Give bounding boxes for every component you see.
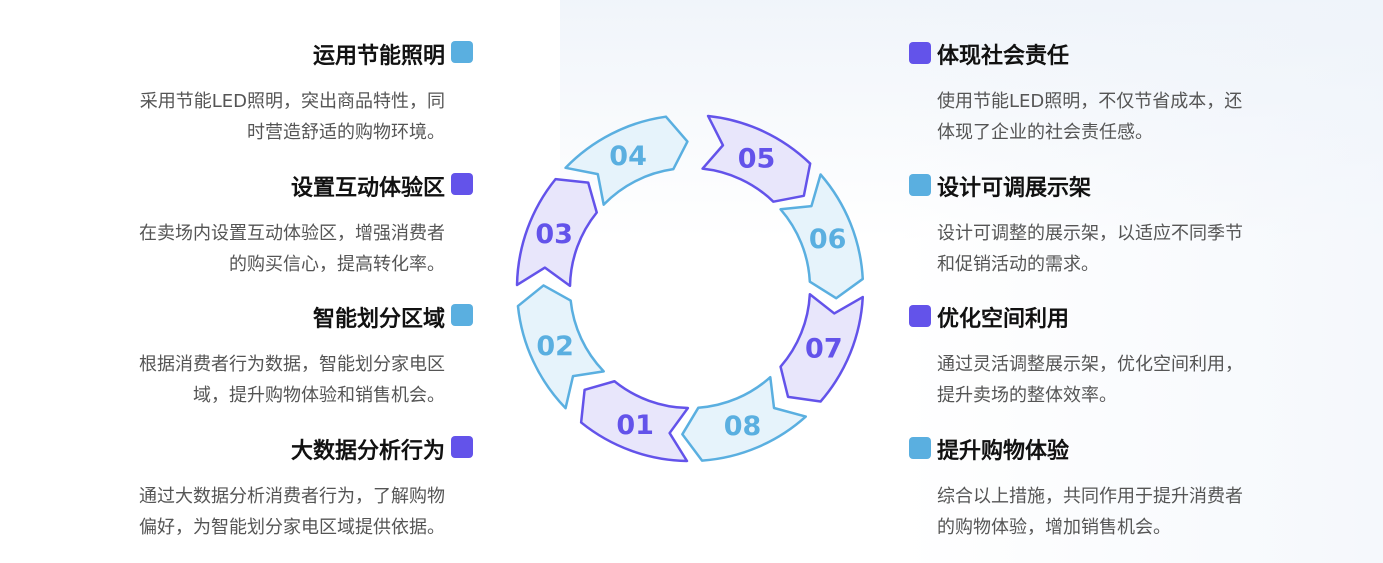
left-item-2: 设置互动体验区 在卖场内设置互动体验区，增强消费者 的购买信心，提高转化率。 bbox=[60, 174, 445, 280]
cycle-step-label: 04 bbox=[609, 141, 647, 172]
item-desc: 通过灵活调整展示架，优化空间利用， 提升卖场的整体效率。 bbox=[937, 354, 1243, 406]
cycle-step-label: 03 bbox=[535, 219, 573, 250]
item-desc: 综合以上措施，共同作用于提升消费者 的购物体验，增加销售机会。 bbox=[937, 486, 1243, 538]
cycle-arrow-segment bbox=[579, 380, 690, 463]
left-item-3: 智能划分区域 根据消费者行为数据，智能划分家电区 域，提升购物体验和销售机会。 bbox=[60, 305, 445, 411]
item-title: 提升购物体验 bbox=[937, 439, 1070, 464]
right-item-3: 优化空间利用 通过灵活调整展示架，优化空间利用， 提升卖场的整体效率。 bbox=[937, 305, 1337, 411]
cycle-arrow-segment bbox=[515, 177, 598, 288]
cycle-step-label: 02 bbox=[536, 331, 574, 362]
item-desc: 使用节能LED照明，不仅节省成本，还 体现了企业的社会责任感。 bbox=[937, 91, 1243, 143]
item-desc: 设计可调整的展示架，以适应不同季节 和促销活动的需求。 bbox=[937, 223, 1243, 275]
cycle-arrow-segment bbox=[779, 293, 865, 403]
square-marker-icon bbox=[451, 41, 473, 63]
item-title: 设计可调展示架 bbox=[937, 176, 1092, 201]
right-item-2: 设计可调展示架 设计可调整的展示架，以适应不同季节 和促销活动的需求。 bbox=[937, 174, 1337, 280]
left-item-4: 大数据分析行为 通过大数据分析消费者行为，了解购物 偏好，为智能划分家电区域提供… bbox=[60, 437, 445, 543]
square-marker-icon bbox=[451, 436, 473, 458]
square-marker-icon bbox=[451, 304, 473, 326]
item-desc: 通过大数据分析消费者行为，了解购物 偏好，为智能划分家电区域提供依据。 bbox=[139, 486, 445, 538]
cycle-arrow-segment bbox=[516, 284, 605, 410]
item-title: 体现社会责任 bbox=[937, 44, 1070, 69]
cycle-step-label: 07 bbox=[805, 334, 843, 365]
cycle-arrow-segment bbox=[681, 375, 808, 462]
item-desc: 在卖场内设置互动体验区，增强消费者 的购买信心，提高转化率。 bbox=[139, 223, 445, 275]
right-item-1: 体现社会责任 使用节能LED照明，不仅节省成本，还 体现了企业的社会责任感。 bbox=[937, 42, 1337, 148]
square-marker-icon bbox=[909, 174, 931, 196]
cycle-arrow-segment bbox=[564, 115, 689, 206]
item-desc: 根据消费者行为数据，智能划分家电区 域，提升购物体验和销售机会。 bbox=[139, 354, 445, 406]
cycle-arrow-segment bbox=[701, 114, 812, 203]
item-title: 智能划分区域 bbox=[312, 307, 445, 332]
square-marker-icon bbox=[909, 437, 931, 459]
item-desc: 采用节能LED照明，突出商品特性，同 时营造舒适的购物环境。 bbox=[139, 91, 445, 143]
cycle-step-label: 01 bbox=[616, 410, 654, 441]
item-title: 运用节能照明 bbox=[312, 44, 445, 69]
square-marker-icon bbox=[909, 305, 931, 327]
left-item-1: 运用节能照明 采用节能LED照明，突出商品特性，同 时营造舒适的购物环境。 bbox=[60, 42, 445, 148]
item-title: 大数据分析行为 bbox=[290, 439, 445, 464]
square-marker-icon bbox=[909, 42, 931, 64]
item-title: 设置互动体验区 bbox=[290, 176, 445, 201]
square-marker-icon bbox=[451, 173, 473, 195]
right-item-4: 提升购物体验 综合以上措施，共同作用于提升消费者 的购物体验，增加销售机会。 bbox=[937, 437, 1337, 543]
cycle-arrow-segment bbox=[779, 173, 865, 300]
background-haze-right bbox=[900, 0, 1383, 563]
item-title: 优化空间利用 bbox=[937, 307, 1070, 332]
cycle-step-label: 08 bbox=[724, 411, 762, 442]
cycle-step-label: 05 bbox=[738, 143, 776, 174]
cycle-step-label: 06 bbox=[809, 224, 847, 255]
